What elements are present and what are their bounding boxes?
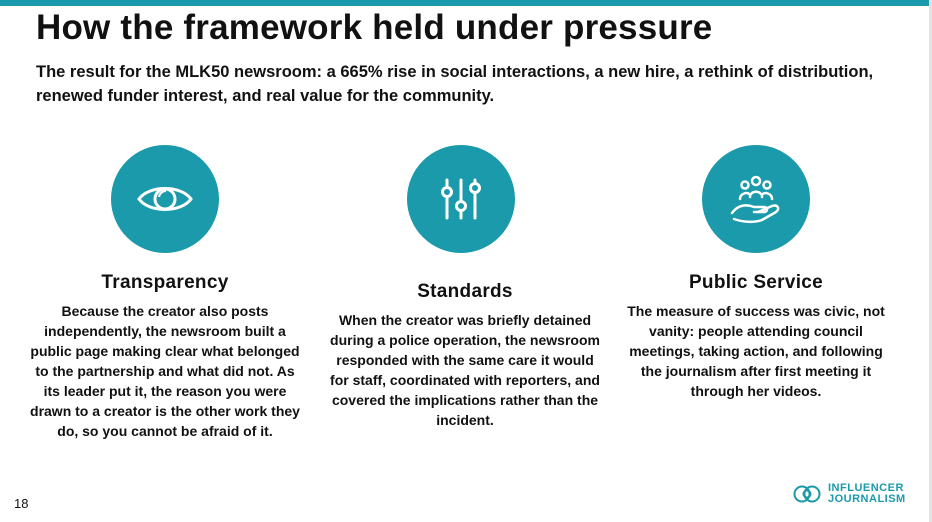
logo-text-line1: INFLUENCER [828,482,904,494]
influencer-journalism-logo: INFLUENCER JOURNALISM [792,483,906,505]
public-service-text: The measure of success was civic, not va… [627,303,885,399]
transparency-title: Transparency [101,272,229,293]
hand-people-icon [730,175,780,224]
standards-title: Standards [417,281,513,302]
eye-icon [137,187,193,211]
public-service-title: Public Service [688,272,824,293]
slide-title: How the framework held under pressure [36,8,713,47]
sliders-icon [441,178,481,220]
logo-text-line2: JOURNALISM [828,493,906,505]
standards-icon-circle [407,145,515,253]
public-service-icon-circle [702,145,810,253]
standards-text: When the creator was briefly detained du… [330,312,600,428]
right-edge-divider [929,0,932,522]
slide-subtitle: The result for the MLK50 newsroom: a 665… [36,63,874,105]
top-accent-bar [0,0,932,6]
transparency-text: Because the creator also posts independe… [30,303,300,439]
interlocking-rings-icon [793,485,821,503]
page-number: 18 [14,496,29,511]
transparency-icon-circle [111,145,219,253]
